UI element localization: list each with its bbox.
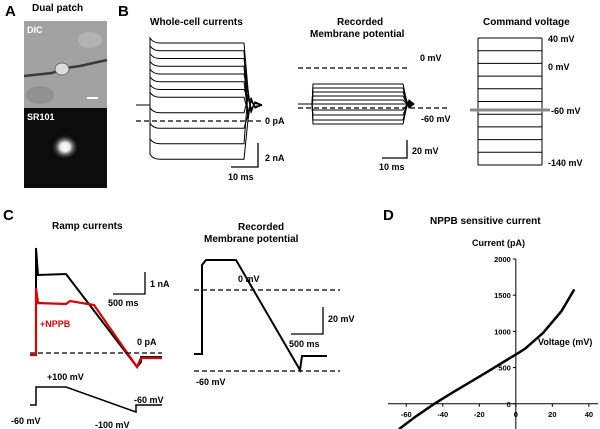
command-voltage-steps <box>470 37 550 166</box>
chart-title: NPPB sensitive current <box>430 216 541 227</box>
command-zero-label: 0 mV <box>548 62 570 72</box>
protocol-end-label: -60 mV <box>134 395 164 405</box>
b-recorded-title-2: Membrane potential <box>310 29 405 40</box>
whole-cell-trace <box>136 43 263 120</box>
panel-d-letter: D <box>383 207 394 224</box>
chart-xlabel: Voltage (mV) <box>538 337 592 347</box>
whole-cell-scale-bar <box>231 143 259 168</box>
dic-image <box>23 21 108 108</box>
b-recorded-title-1: Recorded <box>337 17 383 28</box>
panel-a-letter: A <box>5 3 16 20</box>
ramp-scale-bar <box>113 272 146 295</box>
whole-cell-trace <box>136 36 263 114</box>
ramp-protocol-trace <box>30 386 162 414</box>
x-tick-label: 20 <box>548 410 556 419</box>
ramp-nppb-trace <box>30 287 162 370</box>
chart-ylabel: Current (pA) <box>472 238 525 248</box>
x-tick-label: 0 <box>514 410 518 419</box>
whole-cell-trace <box>136 95 263 114</box>
y-tick-label: 1000 <box>494 327 511 336</box>
protocol-hold-label: -60 mV <box>11 416 41 426</box>
y-tick-label: 1500 <box>494 291 511 300</box>
nppb-label: +NPPB <box>40 319 71 329</box>
command-title: Command voltage <box>483 17 570 28</box>
c-recorded-title-2: Membrane potential <box>204 234 299 245</box>
whole-cell-trace <box>136 51 263 114</box>
c-recorded-scale-x: 500 ms <box>289 339 320 349</box>
whole-cell-trace <box>136 98 263 129</box>
command-bottom-label: -140 mV <box>548 158 583 168</box>
panel-b-letter: B <box>118 3 129 20</box>
c-recorded-scale-bar <box>291 307 324 335</box>
iv-series-line <box>398 288 576 429</box>
c-recorded-trace <box>194 259 327 373</box>
protocol-top-label: +100 mV <box>47 372 84 382</box>
whole-cell-trace <box>136 97 263 160</box>
sr101-label: SR101 <box>27 112 55 122</box>
x-tick-label: 40 <box>585 410 593 419</box>
y-tick-label: 0 <box>507 400 511 409</box>
b-recorded-scale-bar <box>382 140 408 159</box>
ramp-title: Ramp currents <box>52 221 123 232</box>
whole-cell-traces <box>136 36 263 160</box>
x-tick-label: -20 <box>474 410 485 419</box>
c-recorded-scale-y: 20 mV <box>328 314 355 324</box>
sr101-image <box>24 108 107 188</box>
iv-plot: 0 500 1000 1500 2000 -60 -40 -20 0 20 40 <box>388 255 598 429</box>
whole-cell-scale-y: 2 nA <box>265 153 285 163</box>
whole-cell-scale-x: 10 ms <box>228 172 254 182</box>
b-recorded-scale-x: 10 ms <box>379 162 405 172</box>
b-recorded-rest-label: -60 mV <box>421 114 451 124</box>
b-recorded-scale-y: 20 mV <box>412 146 439 156</box>
y-tick-label: 500 <box>498 364 511 373</box>
y-tick-label: 2000 <box>494 255 511 264</box>
x-tick-label: -40 <box>437 410 448 419</box>
b-recorded-zero-label: 0 mV <box>420 53 442 63</box>
c-recorded-rest-label: -60 mV <box>196 377 226 387</box>
x-tick-label: -60 <box>401 410 412 419</box>
whole-cell-trace <box>136 74 263 115</box>
whole-cell-zero-label: 0 pA <box>265 116 285 126</box>
ramp-scale-x: 500 ms <box>108 298 139 308</box>
command-top-label: 40 mV <box>548 34 575 44</box>
panel-a-title: Dual patch <box>32 3 83 14</box>
recorded-vm-trace <box>298 99 415 125</box>
command-hold-label: -60 mV <box>551 106 581 116</box>
protocol-bottom-label: -100 mV <box>95 420 130 429</box>
ramp-scale-y: 1 nA <box>150 279 170 289</box>
whole-cell-trace <box>136 90 263 115</box>
whole-cell-trace <box>136 92 263 145</box>
c-recorded-zero-label: 0 mV <box>238 274 260 284</box>
b-recorded-traces <box>298 83 415 125</box>
ramp-zero-label: 0 pA <box>137 337 157 347</box>
dic-label: DIC <box>27 25 43 35</box>
panel-c-letter: C <box>3 207 14 224</box>
whole-cell-title: Whole-cell currents <box>150 17 243 28</box>
c-recorded-title-1: Recorded <box>238 222 284 233</box>
